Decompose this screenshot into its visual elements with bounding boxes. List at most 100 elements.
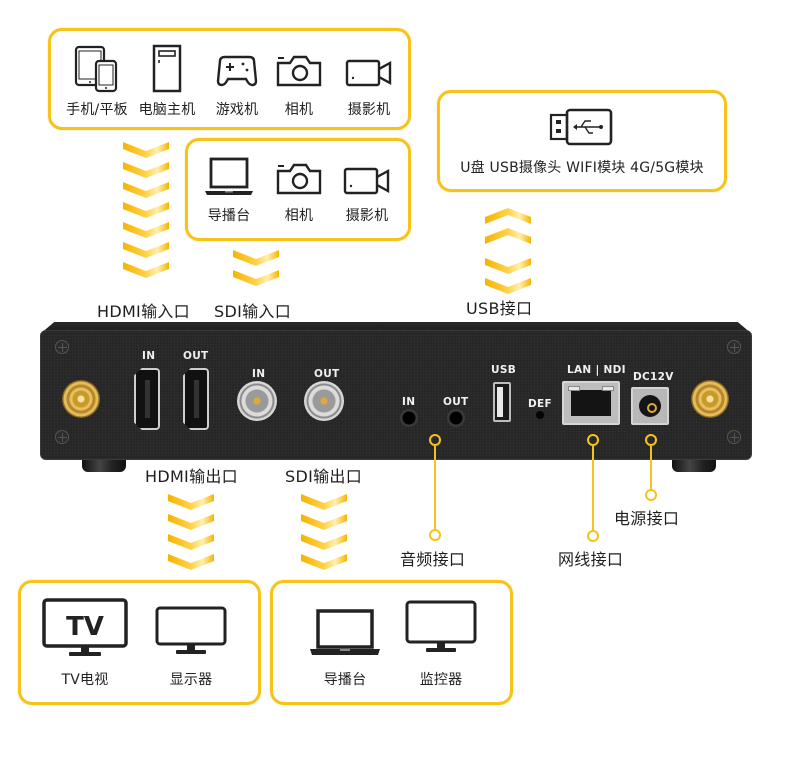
label-power: 电源接口 [614, 509, 680, 528]
device-label: 监控器 [419, 672, 463, 688]
chevron-down-icon [123, 142, 169, 158]
chevron-down-icon [485, 258, 531, 274]
chevron-up-icon [485, 228, 531, 244]
chevron-down-icon [301, 494, 347, 510]
screw-icon [727, 430, 741, 444]
callout-power-end [645, 489, 657, 501]
screw-icon [55, 340, 69, 354]
chevron-down-icon [123, 202, 169, 218]
arrow-usb-down [485, 258, 531, 298]
chevron-down-icon [123, 182, 169, 198]
lan-port [562, 381, 620, 425]
marking-hdmi-in: IN [142, 350, 156, 362]
label-sdi-in: SDI输入口 [214, 302, 291, 321]
marking-hdmi-out: OUT [183, 350, 209, 362]
marking-sdi-in: IN [252, 368, 266, 380]
camera-icon [276, 55, 322, 87]
device-camcorder: 摄影机 [334, 155, 400, 225]
device-tablet-phone: 手机/平板 [61, 43, 133, 119]
device-label: 游戏机 [215, 102, 259, 118]
marking-lan: LAN | NDI [567, 364, 626, 376]
monitor-icon [405, 600, 477, 652]
tv-icon: TV [42, 598, 128, 656]
chevron-up-icon [485, 208, 531, 224]
chevron-down-icon [123, 242, 169, 258]
device-label: 摄影机 [347, 102, 391, 118]
device-camera: 相机 [266, 155, 332, 225]
arrow-sdi-out [301, 494, 347, 574]
laptop-icon [205, 157, 253, 195]
hdmi-output-devices-box: TV TV电视 显示器 [18, 580, 261, 705]
device-tv: TV TV电视 [35, 597, 135, 689]
device-label: 摄影机 [345, 208, 389, 224]
device-gamepad: 游戏机 [201, 43, 273, 119]
device-label: 相机 [284, 102, 314, 118]
device-monitor: 显示器 [141, 605, 241, 689]
chevron-down-icon [301, 554, 347, 570]
callout-network-top [587, 434, 599, 446]
monitor-icon [155, 606, 227, 654]
label-hdmi-in: HDMI输入口 [97, 302, 190, 321]
usb-devices-box: U盘 USB摄像头 WIFI模块 4G/5G模块 [437, 90, 727, 192]
arrow-sdi-in [233, 250, 279, 290]
tv-screen-text: TV [66, 612, 104, 642]
gamepad-icon [216, 55, 258, 87]
device-usb: U盘 USB摄像头 WIFI模块 4G/5G模块 [440, 107, 724, 177]
sdi-out-port [304, 381, 344, 421]
device-camera: 相机 [263, 43, 335, 119]
usb-port [493, 382, 511, 422]
device-label: 导播台 [207, 208, 251, 224]
sdi-input-devices-box: 导播台 相机 摄影机 [185, 138, 411, 241]
device-monitor: 监控器 [391, 599, 491, 689]
device-label: 手机/平板 [66, 102, 128, 118]
device-label: TV电视 [61, 672, 109, 688]
default-reset-button [536, 411, 544, 419]
screw-icon [727, 340, 741, 354]
label-sdi-out: SDI输出口 [285, 467, 362, 486]
device-label: 显示器 [169, 672, 213, 688]
device-switcher: 导播台 [196, 155, 262, 225]
callout-audio-line [434, 446, 436, 531]
dc-power-port [631, 387, 669, 425]
device-label: 电脑主机 [138, 102, 196, 118]
pc-tower-icon [152, 44, 182, 93]
chevron-down-icon [123, 222, 169, 238]
marking-usb: USB [491, 364, 516, 376]
chevron-down-icon [233, 250, 279, 266]
arrow-hdmi-in [123, 142, 169, 282]
marking-audio-in: IN [402, 396, 416, 408]
hdmi-in-port [134, 368, 160, 430]
sdi-output-devices-box: 导播台 监控器 [270, 580, 513, 705]
marking-sdi-out: OUT [314, 368, 340, 380]
marking-def: DEF [528, 398, 552, 410]
screw-icon [55, 430, 69, 444]
callout-audio-end [429, 529, 441, 541]
callout-network-end [587, 530, 599, 542]
laptop-icon [310, 609, 380, 655]
callout-audio-top [429, 434, 441, 446]
chevron-down-icon [168, 554, 214, 570]
chevron-down-icon [168, 514, 214, 530]
callout-network-line [592, 446, 594, 532]
chevron-down-icon [123, 162, 169, 178]
marking-audio-out: OUT [443, 396, 469, 408]
device-label: 相机 [284, 208, 314, 224]
device-label: 导播台 [323, 672, 367, 688]
arrow-usb-up [485, 208, 531, 248]
hdmi-out-port [183, 368, 209, 430]
label-network: 网线接口 [558, 550, 624, 569]
hdmi-input-devices-box: 手机/平板 电脑主机 游戏机 相机 摄影机 [48, 28, 411, 130]
callout-power-top [645, 434, 657, 446]
marking-dc: DC12V [633, 371, 674, 383]
audio-out-port [447, 409, 465, 427]
device-camcorder: 摄影机 [333, 43, 405, 119]
chevron-down-icon [301, 534, 347, 550]
camcorder-icon [345, 59, 392, 87]
device-pc-tower: 电脑主机 [131, 43, 203, 119]
label-hdmi-out: HDMI输出口 [145, 467, 238, 486]
chevron-down-icon [123, 262, 169, 278]
chevron-down-icon [485, 278, 531, 294]
chevron-down-icon [301, 514, 347, 530]
camera-icon [276, 163, 322, 195]
tablet-phone-icon [74, 45, 118, 93]
